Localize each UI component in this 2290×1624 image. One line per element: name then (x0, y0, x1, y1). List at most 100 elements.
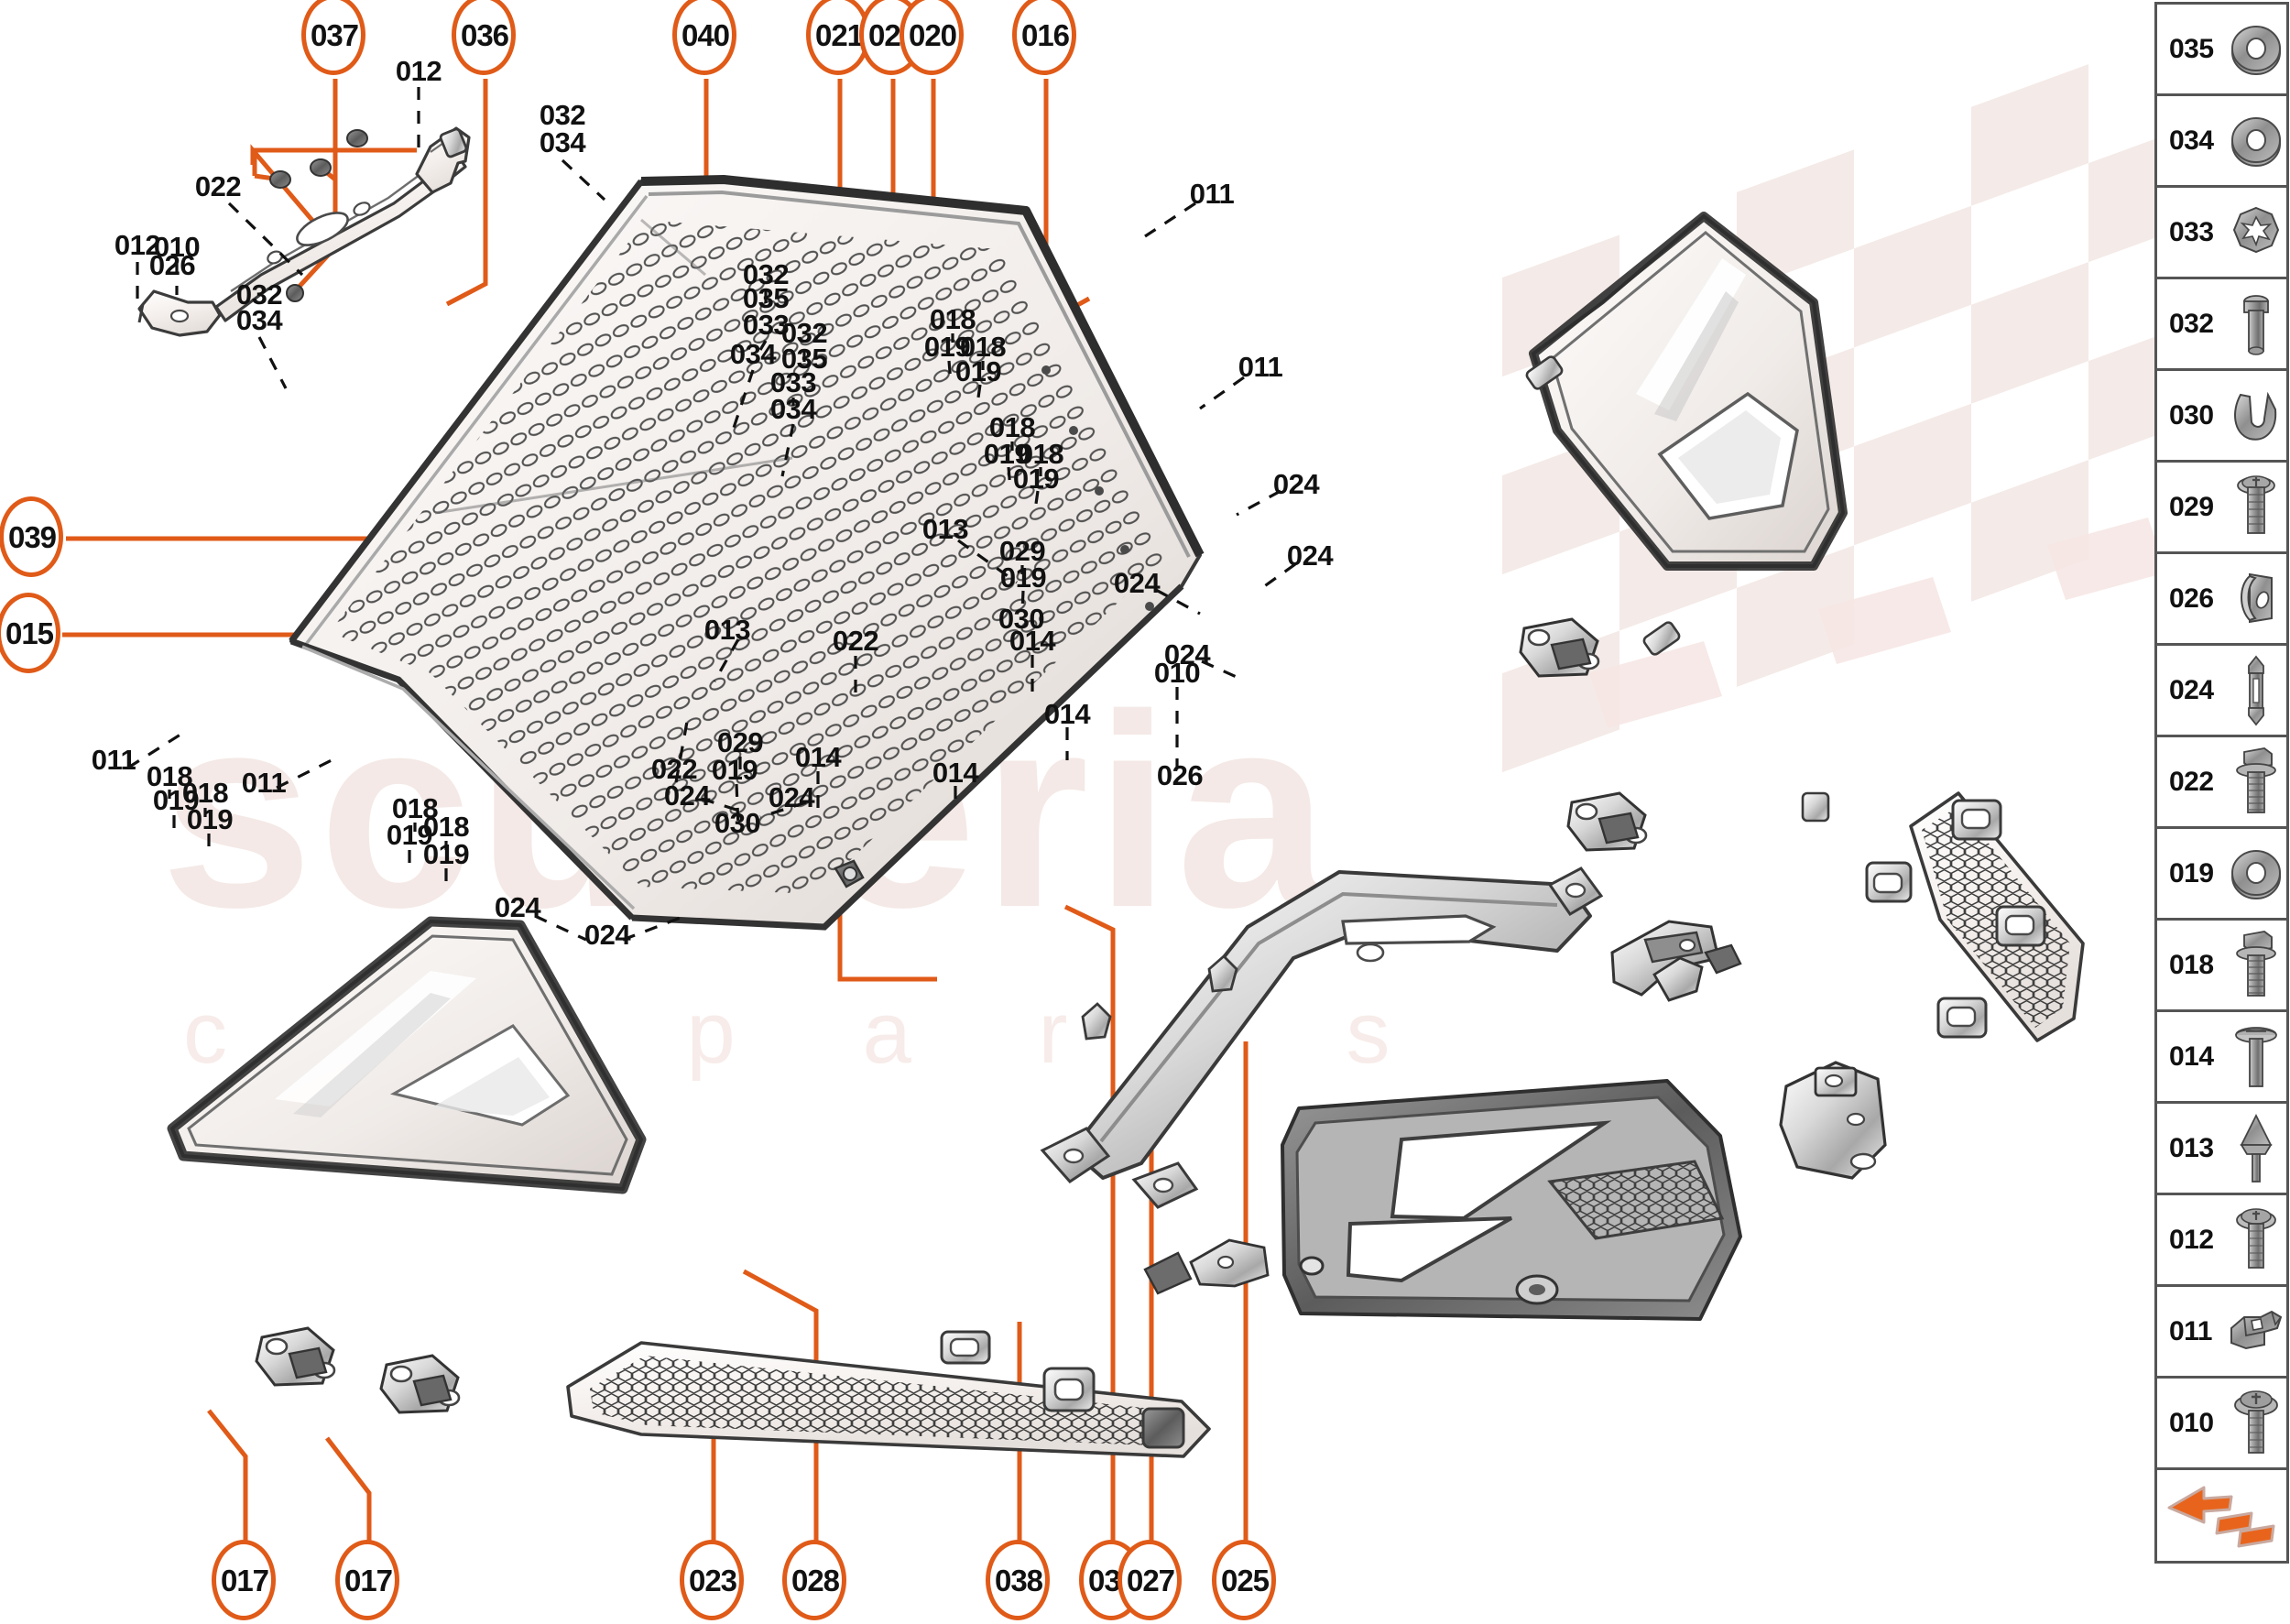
callout-label: 025 (1220, 1564, 1270, 1597)
part-label-034: 034 (769, 393, 817, 425)
callout-017[interactable]: 017 (335, 1540, 403, 1624)
rivet-icon (2226, 289, 2286, 360)
part-label-018: 018 (988, 411, 1036, 443)
callout-015[interactable]: 015 (0, 593, 64, 677)
callout-039[interactable]: 039 (0, 496, 67, 581)
part-label-024: 024 (494, 891, 541, 923)
legend-number: 032 (2169, 308, 2214, 339)
part-label-011: 011 (91, 744, 136, 776)
legend-row-013[interactable]: 013 (2157, 1104, 2286, 1195)
legend-number: 030 (2169, 399, 2214, 431)
part-label-034: 034 (539, 126, 586, 158)
cross-brace-beam (1040, 866, 1604, 1209)
callout-label: 016 (1020, 18, 1070, 52)
callout-016[interactable]: 016 (1012, 0, 1080, 79)
legend-number: 026 (2169, 583, 2214, 614)
washer-icon (2226, 840, 2286, 908)
part-label-033: 033 (742, 309, 790, 341)
callout-036[interactable]: 036 (452, 0, 519, 79)
legend-row-019[interactable]: 019 (2157, 829, 2286, 921)
legend-row-arrow[interactable] (2157, 1470, 2286, 1562)
part-label-010: 010 (153, 231, 201, 263)
part-label-019: 019 (983, 438, 1030, 470)
part-label-026: 026 (1156, 759, 1204, 791)
part-label-022: 022 (832, 625, 879, 657)
callout-label: 020 (908, 18, 957, 52)
callout-028[interactable]: 028 (782, 1540, 850, 1624)
legend-row-034[interactable]: 034 (2157, 96, 2286, 188)
legend-row-026[interactable]: 026 (2157, 554, 2286, 646)
part-label-018: 018 (929, 303, 976, 335)
spring-nut-clip-icon (2226, 565, 2286, 633)
bracket-027 (1779, 1061, 1887, 1180)
metal-clip-icon (2224, 1304, 2286, 1359)
legend-row-033[interactable]: 033 (2157, 188, 2286, 279)
legend-row-018[interactable]: 018 (2157, 921, 2286, 1012)
round-head-screw-icon (2226, 1020, 2286, 1094)
part-label-013: 013 (703, 614, 751, 646)
part-label-014: 014 (1009, 625, 1056, 657)
part-label-018: 018 (181, 777, 229, 809)
part-label-018: 018 (422, 811, 470, 843)
part-label-011: 011 (1238, 351, 1283, 383)
part-label-014: 014 (1043, 698, 1091, 730)
part-label-014: 014 (932, 757, 979, 789)
callout-ring (452, 0, 516, 75)
legend-number: 010 (2169, 1407, 2214, 1438)
legend-row-012[interactable]: 012 (2157, 1195, 2286, 1287)
legend-number: 014 (2169, 1041, 2214, 1072)
callout-037[interactable]: 037 (301, 0, 369, 79)
engine-cover-panel (289, 175, 1205, 931)
callout-020[interactable]: 020 (900, 0, 967, 79)
part-label-022: 022 (194, 170, 242, 202)
callout-038[interactable]: 038 (986, 1540, 1053, 1624)
callout-label: 028 (791, 1564, 840, 1597)
callout-label: 039 (7, 520, 57, 554)
legend-row-029[interactable]: 029 (2157, 463, 2286, 554)
callout-023[interactable]: 023 (680, 1540, 747, 1624)
upper-mesh-grille (1865, 791, 2085, 1042)
part-label-032: 032 (742, 258, 790, 290)
part-label-022: 022 (650, 753, 698, 785)
conical-stud-icon (2226, 1112, 2286, 1185)
part-label-019: 019 (152, 784, 200, 816)
part-label-024: 024 (663, 779, 711, 812)
legend-row-010[interactable]: 010 (2157, 1379, 2286, 1470)
legend-row-024[interactable]: 024 (2157, 646, 2286, 737)
part-label-030: 030 (998, 603, 1045, 635)
part-label-019: 019 (386, 819, 433, 851)
legend-number: 013 (2169, 1132, 2214, 1163)
part-label-018: 018 (391, 792, 439, 824)
callout-017[interactable]: 017 (212, 1540, 279, 1624)
legend-row-035[interactable]: 035 (2157, 5, 2286, 96)
part-label-032: 032 (539, 99, 586, 131)
legend-number: 035 (2169, 33, 2214, 64)
flange-bolt-icon (2226, 471, 2286, 544)
part-label-034: 034 (235, 304, 283, 336)
hex-flange-bolt-icon (2226, 745, 2286, 820)
part-label-029: 029 (716, 726, 764, 758)
legend-row-011[interactable]: 011 (2157, 1287, 2286, 1379)
star-lock-washer-icon (2226, 199, 2286, 267)
callout-label: 017 (220, 1564, 269, 1597)
right-hinge-brackets (1519, 617, 1648, 852)
legend-row-022[interactable]: 022 (2157, 737, 2286, 829)
part-label-029: 029 (998, 535, 1046, 567)
part-label-024: 024 (583, 919, 631, 951)
callout-025[interactable]: 025 (1212, 1540, 1280, 1624)
part-label-018: 018 (959, 331, 1007, 363)
part-label-019: 019 (954, 355, 1002, 387)
legend-row-014[interactable]: 014 (2157, 1012, 2286, 1104)
part-label-035: 035 (780, 343, 828, 375)
washer-icon (2226, 107, 2286, 175)
part-label-012: 012 (395, 55, 442, 87)
legend-row-030[interactable]: 030 (2157, 371, 2286, 463)
legend-number: 024 (2169, 674, 2214, 705)
callout-027[interactable]: 027 (1118, 1540, 1185, 1624)
part-label-024: 024 (1272, 468, 1320, 500)
callout-ring (672, 0, 736, 75)
callout-ring (0, 496, 63, 577)
part-label-010: 010 (1153, 657, 1201, 689)
callout-040[interactable]: 040 (672, 0, 740, 79)
legend-row-032[interactable]: 032 (2157, 279, 2286, 371)
